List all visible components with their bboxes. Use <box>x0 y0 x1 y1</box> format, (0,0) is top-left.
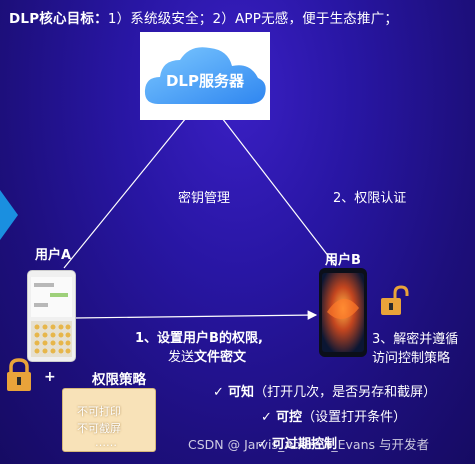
phone-a-screen-icon <box>31 277 72 357</box>
phone-b-screen-icon <box>322 273 364 352</box>
user-b-label: 用户B <box>325 253 361 268</box>
feature-controllable-title: 可控 <box>276 410 303 425</box>
check-icon: ✓ <box>213 385 224 400</box>
step3-line2: 访问控制策略 <box>372 351 451 366</box>
cloud-icon <box>144 47 266 104</box>
policy-item-3: …… <box>95 436 117 449</box>
feature-controllable: ✓ 可控（设置打开条件） <box>261 406 406 425</box>
title-bold: DLP核心目标： <box>9 11 108 27</box>
user-a-label: 用户A <box>35 248 72 263</box>
dlp-server-box: DLP服务器 <box>140 32 270 120</box>
step3-line1: 3、解密并遵循 <box>372 332 459 347</box>
auth-label: 2、权限认证 <box>333 191 407 206</box>
feature-knowable-title: 可知 <box>228 385 255 400</box>
left-accent-triangle <box>0 190 18 240</box>
feature-expirable: ✓ 可过期控制 <box>257 433 337 452</box>
feature-expirable-title: 可过期控制 <box>272 437 338 452</box>
check-icon: ✓ <box>257 437 268 452</box>
auth-line <box>213 108 337 267</box>
unlock-icon <box>381 285 409 315</box>
key-mgmt-label: 密钥管理 <box>178 191 231 206</box>
step1-line2-pre: 发送 <box>168 350 195 365</box>
step1-line2: 发送文件密文 <box>168 346 246 365</box>
policy-scroll: 不可打印 不可截屏 …… <box>62 388 156 452</box>
user-b-phone <box>319 268 367 357</box>
title-rest: 1）系统级安全；2）APP无感，便于生态推广； <box>107 11 399 27</box>
check-icon: ✓ <box>261 410 272 425</box>
lock-icon <box>7 358 31 391</box>
policy-title: 权限策略 <box>92 372 146 388</box>
step1-line1: 1、设置用户B的权限, <box>135 331 263 346</box>
policy-item-2: 不可截屏 <box>77 422 121 435</box>
key-mgmt-line <box>63 117 187 269</box>
step1-line2-bold: 文件密文 <box>194 350 247 365</box>
user-a-phone <box>27 270 76 362</box>
server-label: DLP服务器 <box>165 72 244 90</box>
feature-controllable-desc: （设置打开条件） <box>302 410 407 425</box>
csdn-watermark: CSDN @ Jarvis_Andrew_Evans 与开发者 <box>188 437 430 452</box>
policy-item-1: 不可打印 <box>77 405 121 418</box>
diagram-title: DLP核心目标：1）系统级安全；2）APP无感，便于生态推广； <box>9 7 398 27</box>
plus-sign: + <box>44 369 56 385</box>
feature-knowable-desc: （打开几次，是否另存和截屏） <box>254 385 437 400</box>
send-arrow <box>73 310 318 320</box>
feature-knowable: ✓ 可知（打开几次，是否另存和截屏） <box>213 381 436 400</box>
